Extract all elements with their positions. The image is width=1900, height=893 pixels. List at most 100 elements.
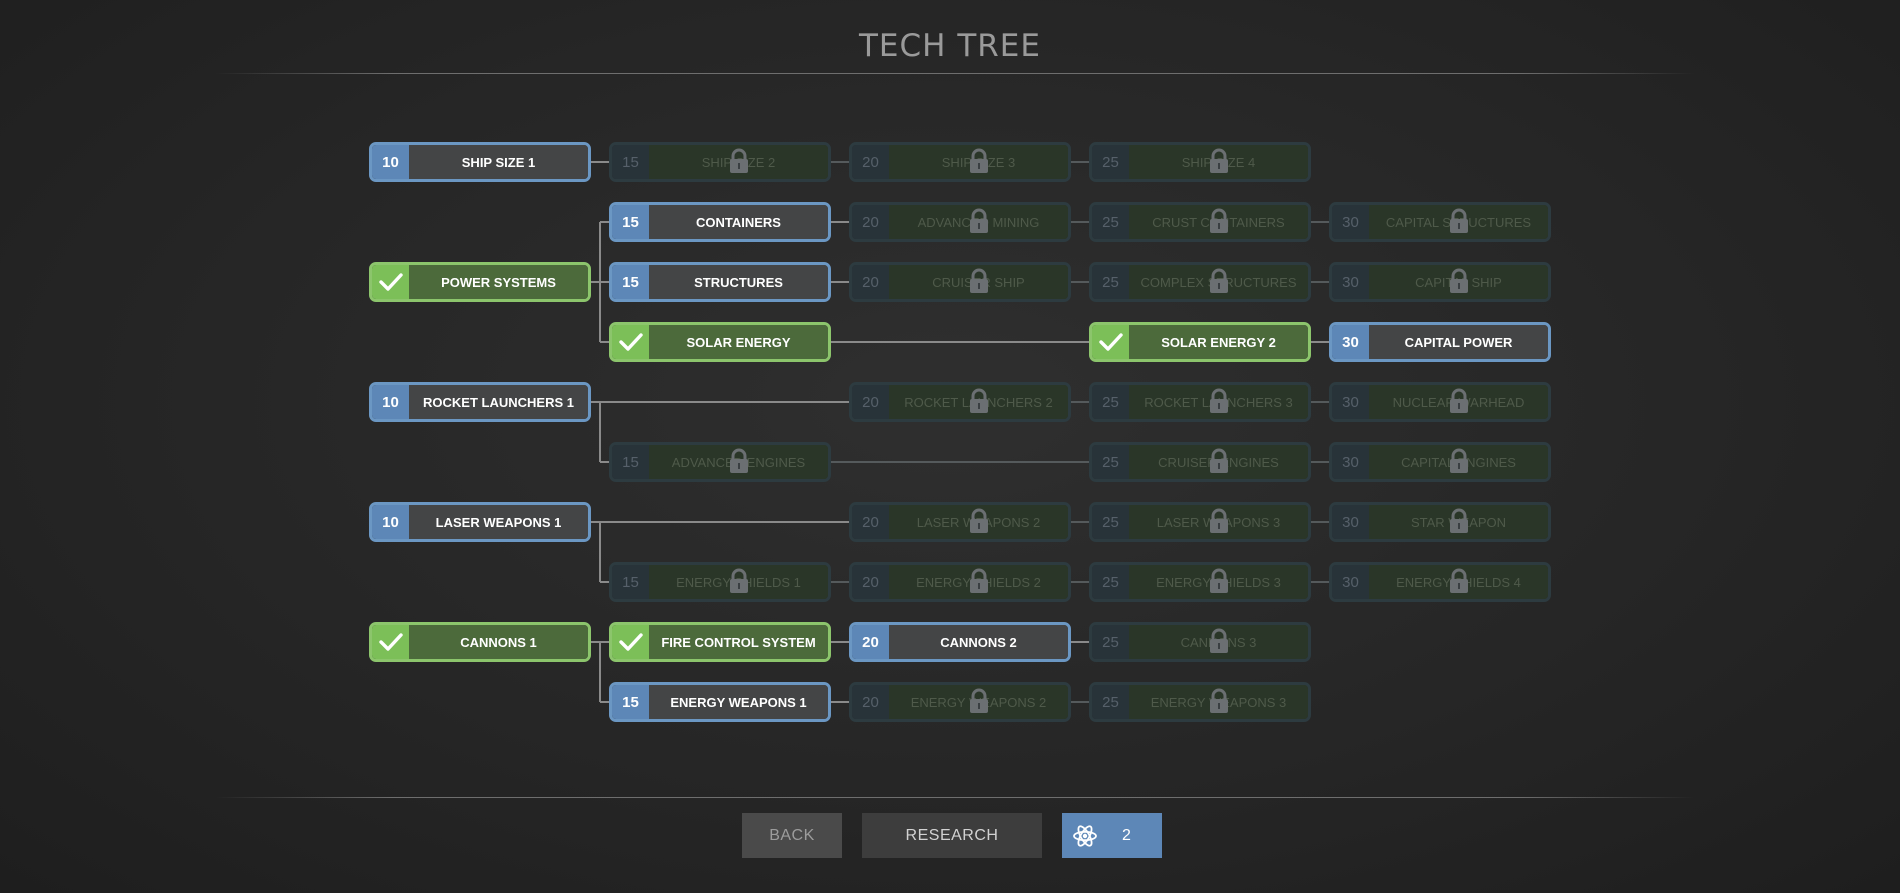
tech-node-name: POWER SYSTEMS [409, 265, 588, 299]
tech-node-power[interactable]: POWER SYSTEMS [369, 262, 591, 302]
padlock-icon [729, 568, 748, 593]
tech-node-level: 25 [1092, 445, 1129, 479]
connector-line [831, 641, 849, 643]
tech-node-firecontrol[interactable]: FIRE CONTROL SYSTEM [609, 622, 831, 662]
checkmark-icon [1098, 333, 1123, 351]
tech-node-level: 25 [1092, 265, 1129, 299]
tech-node-level: 10 [372, 385, 409, 419]
tech-node-level: 25 [1092, 565, 1129, 599]
tech-node-name: ENERGY WEAPONS 1 [649, 685, 828, 719]
tech-node-level: 10 [372, 145, 409, 179]
tech-node-name: STAR WEAPON [1369, 505, 1548, 539]
connector-line [1311, 281, 1329, 283]
tech-node-checkmark [372, 625, 409, 659]
research-button[interactable]: RESEARCH [862, 813, 1042, 858]
connector-line [1071, 641, 1089, 643]
connector-line [600, 281, 609, 283]
tech-node-name: ENERGY SHIELDS 1 [649, 565, 828, 599]
tech-node-level: 15 [612, 205, 649, 239]
tech-node-cannons1[interactable]: CANNONS 1 [369, 622, 591, 662]
tech-node-name: ENERGY SHIELDS 4 [1369, 565, 1548, 599]
checkmark-icon [618, 633, 643, 651]
padlock-icon [729, 448, 748, 473]
connector-line [1071, 281, 1089, 283]
connector-line [591, 521, 849, 523]
tech-node-checkmark [612, 625, 649, 659]
connector-line [599, 642, 601, 702]
tech-node-label: ENERGY WEAPONS 1 [670, 694, 807, 710]
connector-line [600, 701, 609, 703]
tech-node-level: 20 [852, 205, 889, 239]
tech-node-solar1[interactable]: SOLAR ENERGY [609, 322, 831, 362]
tech-node-name: SHIP SIZE 3 [889, 145, 1068, 179]
tech-node-name: CRUISER ENGINES [1129, 445, 1308, 479]
research-points-count: 2 [1122, 827, 1132, 844]
padlock-icon [969, 688, 988, 713]
top-divider [215, 73, 1695, 74]
tech-node-containers[interactable]: 15 CONTAINERS [609, 202, 831, 242]
tech-node-name: STRUCTURES [649, 265, 828, 299]
atom-icon [1073, 825, 1097, 847]
checkmark-icon [378, 273, 403, 291]
connector-line [831, 581, 849, 583]
padlock-icon [1449, 448, 1468, 473]
tech-node-name: ENERGY WEAPONS 3 [1129, 685, 1308, 719]
padlock-icon [969, 148, 988, 173]
connector-line [1311, 581, 1329, 583]
connector-line [591, 281, 600, 283]
tech-node-checkmark [1092, 325, 1129, 359]
page-title: TECH TREE [859, 28, 1041, 64]
padlock-icon [1449, 508, 1468, 533]
tech-node-label: FIRE CONTROL SYSTEM [661, 634, 816, 650]
tech-node-level: 30 [1332, 265, 1369, 299]
tech-node-level: 30 [1332, 565, 1369, 599]
tech-node-cannons3[interactable]: 25CANNONS 3 [1089, 622, 1311, 662]
padlock-icon [1209, 448, 1228, 473]
tech-node-level: 15 [612, 565, 649, 599]
back-button[interactable]: BACK [742, 813, 842, 858]
connector-line [591, 401, 600, 403]
tech-node-label: CANNONS 1 [460, 634, 537, 650]
tech-node-solar2[interactable]: SOLAR ENERGY 2 [1089, 322, 1311, 362]
tech-node-label: CONTAINERS [696, 214, 781, 230]
tech-node-label: SOLAR ENERGY [686, 334, 791, 350]
padlock-icon [1209, 268, 1228, 293]
tech-node-level: 20 [852, 685, 889, 719]
tech-node-label: SOLAR ENERGY 2 [1161, 334, 1276, 350]
tech-node-label: CAPITAL POWER [1404, 334, 1513, 350]
tech-node-level: 20 [852, 145, 889, 179]
connector-line [599, 402, 601, 462]
